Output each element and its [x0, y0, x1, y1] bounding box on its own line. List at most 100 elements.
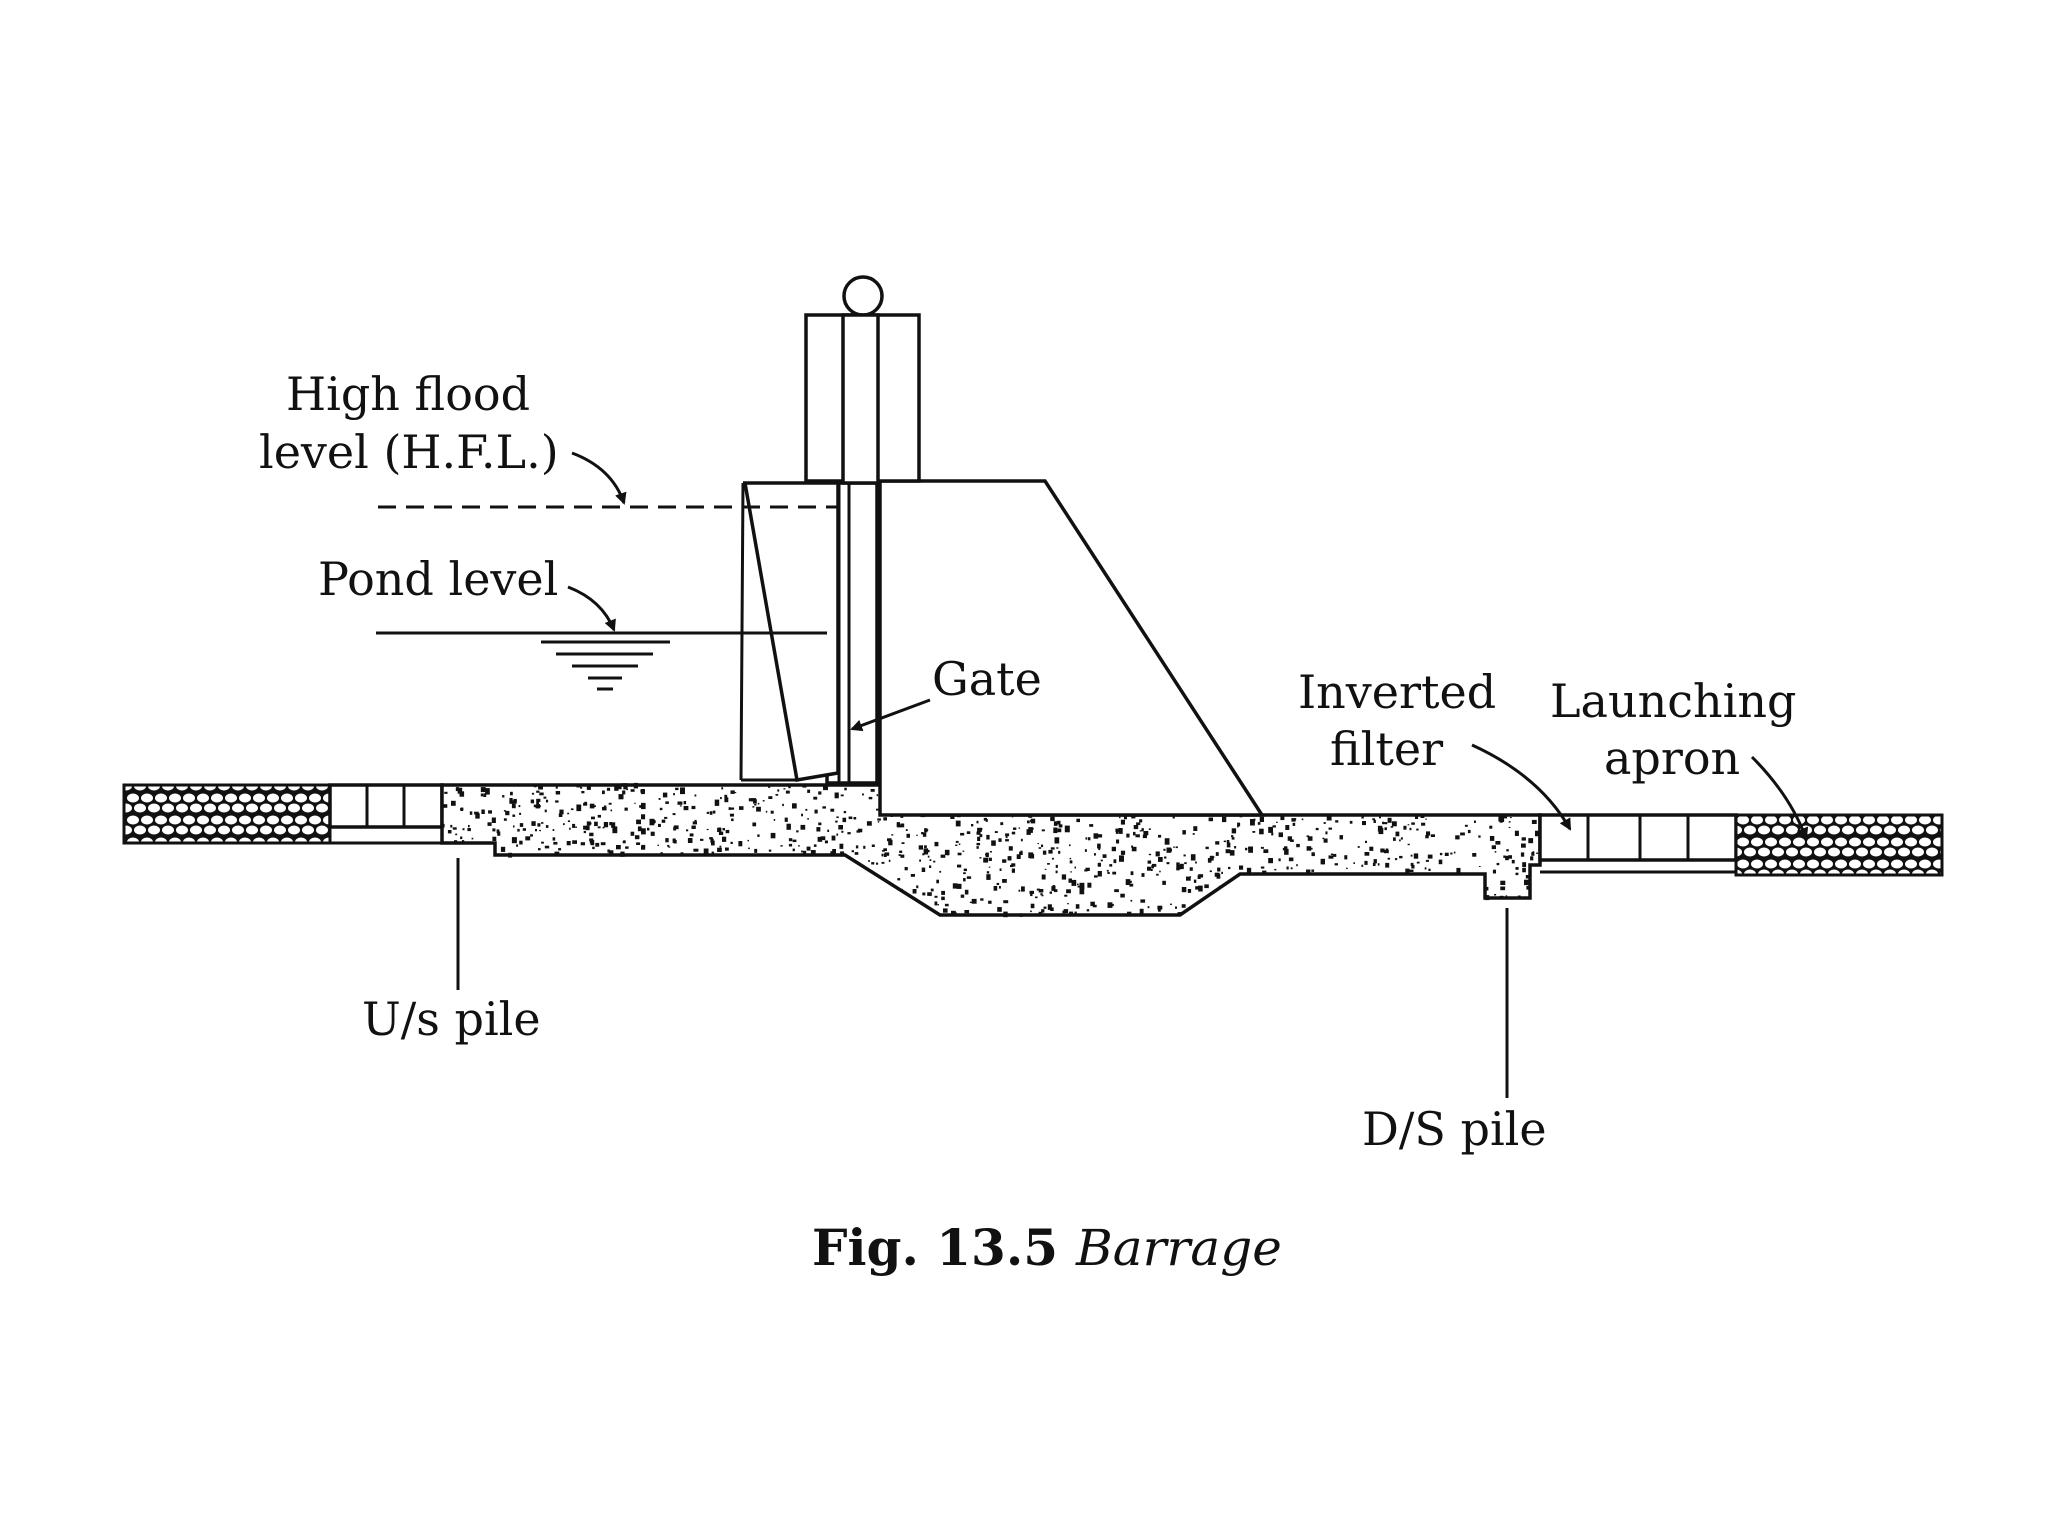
aggregate-speck — [1120, 819, 1125, 825]
aggregate-speck — [603, 822, 609, 828]
aggregate-speck — [1003, 900, 1009, 904]
aggregate-speck — [752, 806, 755, 808]
aggregate-speck — [802, 783, 807, 788]
aggregate-speck — [830, 783, 834, 787]
aggregate-speck — [706, 811, 710, 814]
aggregate-speck — [785, 790, 790, 794]
aggregate-speck — [881, 861, 885, 864]
aggregate-speck — [1274, 868, 1277, 871]
aggregate-speck — [1438, 859, 1443, 865]
aggregate-speck — [924, 845, 927, 848]
aggregate-speck — [500, 846, 506, 852]
aggregate-speck — [783, 788, 786, 790]
aggregate-speck — [1344, 855, 1348, 860]
aggregate-speck — [637, 826, 642, 832]
aggregate-speck — [1444, 852, 1449, 856]
aggregate-speck — [1494, 851, 1497, 853]
aggregate-speck — [1067, 903, 1069, 905]
aggregate-speck — [1209, 855, 1214, 861]
aggregate-speck — [538, 848, 541, 851]
aggregate-speck — [944, 903, 949, 907]
aggregate-speck — [752, 822, 757, 827]
aggregate-speck — [474, 811, 479, 815]
aggregate-speck — [940, 854, 946, 858]
aggregate-speck — [616, 845, 621, 850]
aggregate-speck — [1306, 835, 1310, 838]
aggregate-speck — [1041, 874, 1046, 880]
aggregate-speck — [1411, 864, 1415, 869]
aggregate-speck — [899, 850, 903, 853]
aggregate-speck — [1485, 886, 1489, 891]
aggregate-speck — [1016, 854, 1021, 859]
aggregate-speck — [876, 808, 879, 811]
aggregate-speck — [1048, 849, 1053, 854]
aggregate-speck — [1193, 826, 1198, 831]
aggregate-speck — [1248, 846, 1253, 853]
aggregate-speck — [1005, 833, 1010, 837]
aggregate-speck — [543, 796, 547, 799]
aggregate-speck — [689, 833, 694, 837]
aggregate-speck — [891, 834, 894, 836]
aggregate-speck — [483, 793, 487, 797]
aggregate-speck — [1106, 869, 1109, 872]
aggregate-speck — [1262, 870, 1267, 874]
aggregate-speck — [1028, 827, 1033, 833]
aggregate-speck — [1175, 906, 1177, 909]
aggregate-speck — [1147, 906, 1150, 909]
aggregate-speck — [988, 900, 992, 904]
aggregate-speck — [718, 831, 724, 835]
aggregate-speck — [854, 852, 859, 855]
aggregate-speck — [1061, 874, 1067, 880]
aggregate-speck — [510, 791, 513, 796]
aggregate-speck — [906, 833, 910, 838]
aggregate-speck — [677, 801, 683, 805]
aggregate-speck — [1373, 859, 1377, 864]
aggregate-speck — [924, 828, 928, 833]
aggregate-speck — [921, 832, 923, 835]
aggregate-speck — [1330, 853, 1333, 855]
aggregate-speck — [589, 838, 594, 842]
aggregate-speck — [606, 787, 611, 791]
aggregate-speck — [1285, 825, 1290, 830]
aggregate-speck — [1042, 850, 1047, 855]
aggregate-speck — [782, 803, 784, 807]
aggregate-speck — [1416, 828, 1419, 831]
aggregate-speck — [491, 817, 496, 823]
aggregate-speck — [1280, 816, 1285, 821]
aggregate-speck — [1217, 867, 1221, 872]
aggregate-speck — [1311, 852, 1315, 857]
aggregate-speck — [559, 809, 564, 815]
aggregate-speck — [943, 908, 948, 913]
aggregate-speck — [1455, 835, 1460, 840]
aggregate-speck — [554, 851, 560, 855]
aggregate-speck — [1505, 895, 1508, 898]
aggregate-speck — [1195, 861, 1197, 864]
aggregate-speck — [602, 826, 605, 829]
aggregate-speck — [844, 787, 847, 791]
aggregate-speck — [999, 868, 1002, 871]
aggregate-speck — [725, 829, 730, 834]
aggregate-speck — [998, 838, 1002, 842]
aggregate-speck — [1062, 910, 1066, 914]
aggregate-speck — [1284, 846, 1288, 851]
aggregate-speck — [1409, 827, 1412, 831]
aggregate-speck — [600, 842, 606, 846]
aggregate-speck — [585, 825, 590, 831]
aggregate-speck — [930, 888, 934, 892]
aggregate-speck — [823, 785, 828, 791]
aggregate-speck — [822, 806, 826, 809]
aggregate-speck — [1002, 879, 1007, 883]
aggregate-speck — [1147, 866, 1151, 871]
aggregate-speck — [1182, 830, 1186, 835]
aggregate-speck — [1310, 847, 1313, 850]
aggregate-speck — [1385, 862, 1390, 868]
aggregate-speck — [810, 850, 816, 854]
aggregate-speck — [1226, 842, 1231, 848]
aggregate-speck — [1114, 889, 1119, 893]
aggregate-speck — [738, 841, 743, 847]
launching-apron-label-line1: Launching — [1550, 674, 1796, 728]
aggregate-speck — [1489, 825, 1493, 829]
aggregate-speck — [1143, 831, 1149, 836]
aggregate-speck — [1151, 863, 1157, 867]
